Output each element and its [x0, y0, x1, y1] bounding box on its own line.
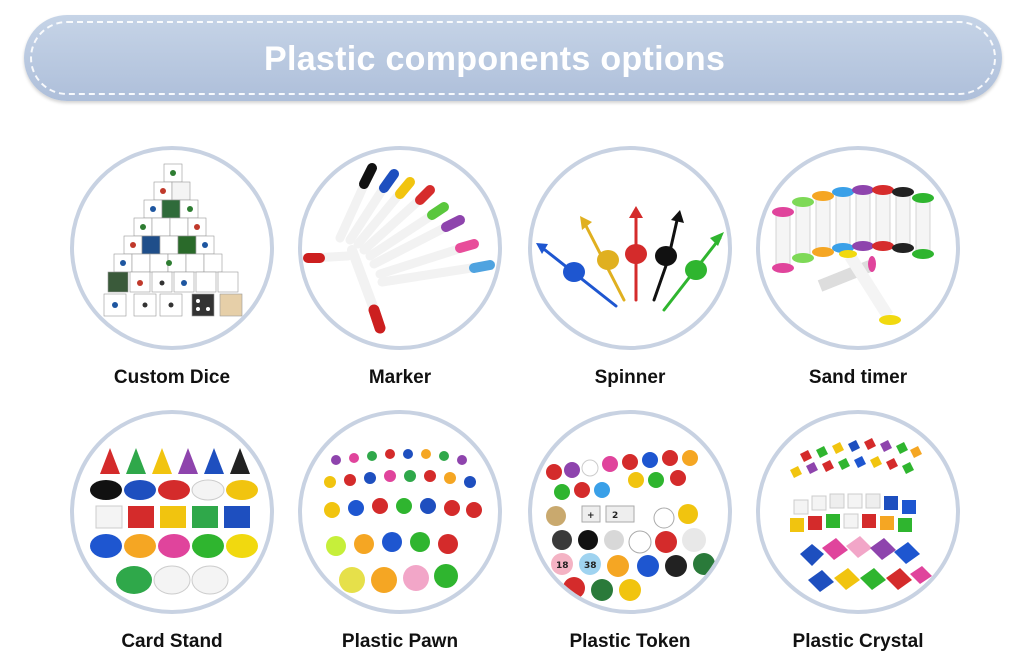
- card-stands-icon: [70, 410, 274, 614]
- item-label-plastic-pawn: Plastic Pawn: [341, 631, 459, 652]
- item-label-plastic-crystal: Plastic Crystal: [792, 631, 924, 652]
- item-label-card-stand: Card Stand: [121, 631, 223, 652]
- svg-text:2: 2: [612, 511, 618, 521]
- item-label-custom-dice: Custom Dice: [113, 367, 231, 388]
- item-label-plastic-token: Plastic Token: [569, 631, 691, 652]
- item-label-spinner: Spinner: [594, 367, 666, 388]
- spinners-icon: [528, 146, 732, 350]
- item-label-sand-timer: Sand timer: [808, 367, 908, 388]
- sand-timers-icon: [756, 146, 960, 350]
- page-title: Plastic components options: [264, 40, 726, 78]
- svg-text:38: 38: [584, 561, 597, 571]
- svg-text:18: 18: [556, 561, 569, 571]
- tokens-icon: +2 18 38: [528, 410, 732, 614]
- banner-dashed-border: [30, 21, 996, 95]
- svg-text:+: +: [587, 511, 595, 521]
- markers-icon: [298, 146, 502, 350]
- crystals-icon: [756, 410, 960, 614]
- pawns-icon: [298, 410, 502, 614]
- item-label-marker: Marker: [368, 367, 432, 388]
- dice-pyramid-icon: [70, 146, 274, 350]
- header-banner: Plastic components options: [24, 15, 1002, 101]
